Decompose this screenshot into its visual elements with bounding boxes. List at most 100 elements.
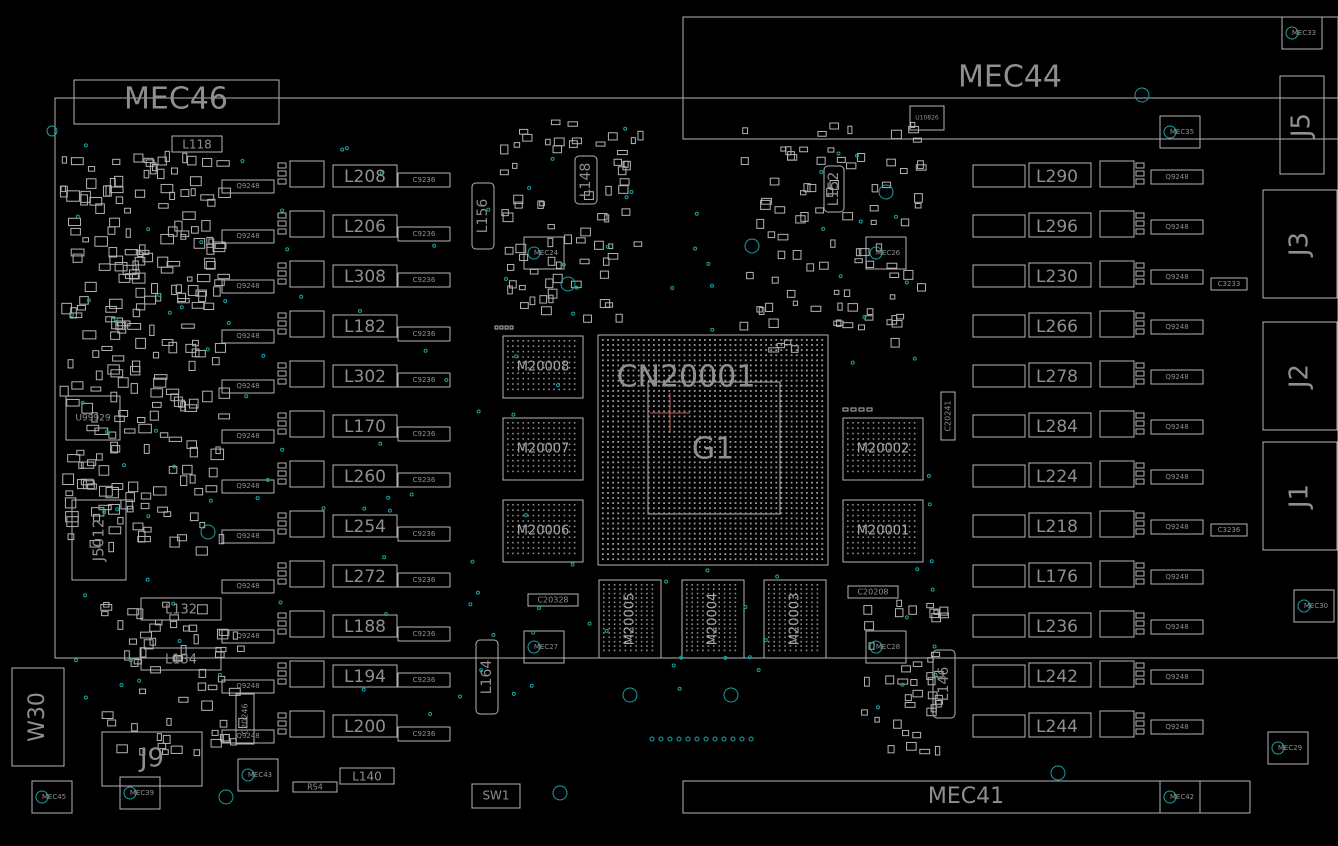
gpu-ball: [642, 481, 645, 484]
smd-component: [187, 155, 197, 166]
memory-ball: [522, 536, 525, 538]
smd-component: [117, 516, 124, 525]
gpu-ball: [688, 507, 691, 510]
gpu-ball: [698, 486, 701, 489]
memory-ball: [568, 509, 571, 511]
memory-ball: [619, 636, 621, 639]
gpu-ball: [729, 537, 732, 540]
gpu-ball: [632, 502, 635, 504]
gpu-ball: [760, 369, 762, 372]
gpu-ball: [668, 486, 671, 489]
gpu-ball: [821, 374, 824, 377]
smd-component: [180, 645, 187, 656]
memory-ball: [517, 388, 519, 391]
gpu-ball: [816, 369, 818, 372]
mount-pad-outline: [1267, 731, 1309, 765]
via: [536, 605, 541, 610]
memory-ball: [553, 465, 555, 467]
gpu-ball: [790, 369, 793, 372]
gpu-ball: [688, 481, 691, 484]
gpu-ball: [755, 415, 757, 418]
smd-component: [760, 199, 771, 210]
gpu-ball: [617, 410, 620, 413]
memory-ball: [908, 520, 911, 522]
gpu-ball: [683, 425, 686, 428]
gpu-ball: [647, 384, 650, 387]
memory-ball: [805, 597, 808, 599]
gpu-ball: [811, 558, 813, 561]
memory-ball: [543, 449, 545, 451]
memory-ball: [553, 438, 555, 440]
gpu-ball: [719, 349, 722, 351]
memory-ball: [619, 614, 621, 617]
via: [514, 354, 519, 359]
gpu-ball: [739, 497, 742, 499]
smd-pad: [277, 262, 287, 269]
gpu-ball: [642, 446, 645, 448]
gpu-ball: [744, 390, 747, 392]
memory-ball: [543, 459, 545, 462]
memory-ball: [816, 627, 819, 630]
memory-ball: [603, 640, 605, 643]
gpu-ball: [704, 441, 706, 443]
memory-ball: [522, 525, 525, 528]
memory-ball: [768, 601, 770, 604]
gpu-ball: [622, 451, 625, 453]
memory-ball: [527, 459, 530, 462]
gpu-designator-label: G1: [692, 432, 734, 467]
smd-component: [178, 399, 185, 408]
smd-component: [518, 284, 526, 291]
gpu-ball: [704, 364, 706, 367]
gpu-ball: [622, 390, 625, 392]
gpu-ball: [811, 486, 813, 489]
gpu-ball: [622, 369, 625, 372]
gpu-ball: [668, 379, 671, 382]
smd-component: [61, 156, 68, 164]
gpu-ball: [617, 430, 620, 433]
memory-ball: [811, 645, 813, 647]
gpu-ball: [647, 461, 650, 464]
gpu-ball: [806, 369, 808, 372]
via: [710, 327, 715, 332]
gpu-ball: [734, 415, 737, 418]
memory-ball: [635, 619, 637, 621]
capacitor-outline: [1210, 523, 1248, 537]
gpu-ball: [617, 522, 620, 525]
gpu-ball: [790, 537, 793, 540]
memory-ball: [603, 632, 605, 634]
gpu-ball: [749, 486, 752, 489]
memory-ball: [913, 465, 916, 467]
gpu-ball: [663, 451, 665, 453]
inductor-label: L208: [344, 167, 386, 187]
gpu-ball: [617, 441, 620, 443]
memory-ball: [630, 597, 632, 599]
gpu-ball: [724, 410, 727, 413]
gpu-ball: [607, 354, 609, 357]
gpu-ball: [790, 476, 793, 479]
gpu-ball: [790, 339, 793, 341]
gpu-ball: [765, 390, 767, 392]
mosfet-outline: [1099, 460, 1135, 488]
gpu-ball: [698, 548, 701, 550]
gpu-ball: [698, 527, 701, 530]
memory-ball: [768, 649, 770, 652]
gpu-ball: [800, 492, 803, 494]
memory-ball: [908, 427, 911, 429]
gpu-ball: [709, 446, 711, 448]
gpu-ball: [673, 517, 676, 520]
memory-ball: [696, 605, 699, 608]
memory-ball: [877, 459, 880, 462]
gpu-ball: [658, 415, 660, 418]
smd-component: [919, 748, 931, 755]
smd-component: [938, 612, 949, 619]
gpu-ball: [632, 461, 635, 464]
gpu-ball: [693, 497, 696, 499]
gpu-ball: [627, 451, 630, 453]
gpu-ball: [734, 558, 737, 561]
smd-component: [571, 137, 582, 145]
gpu-ball: [714, 400, 716, 402]
memory-ball: [847, 449, 849, 451]
smd-component: [125, 492, 135, 503]
memory-ball: [784, 605, 786, 608]
gpu-ball: [800, 522, 803, 525]
